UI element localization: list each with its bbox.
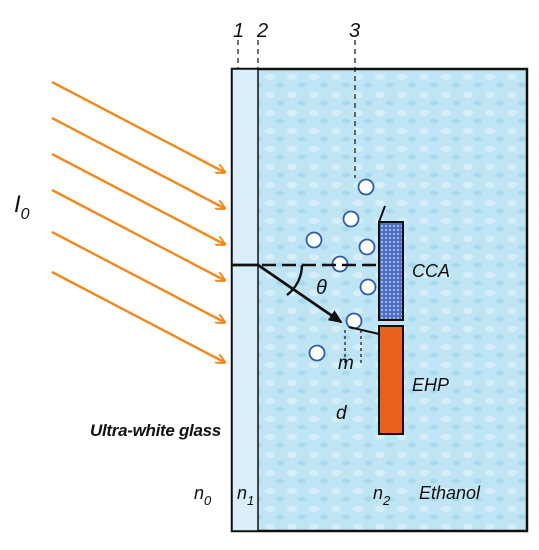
bubble bbox=[308, 344, 326, 362]
label-incident-intensity: I0 bbox=[14, 191, 30, 223]
label-m: m bbox=[338, 353, 354, 374]
label-n0: n0 bbox=[194, 483, 212, 508]
label-axis-3: 3 bbox=[349, 20, 360, 42]
label-interface-2: 2 bbox=[256, 20, 268, 42]
ray-to-plate bbox=[348, 326, 380, 335]
cca-top-tick bbox=[378, 205, 386, 223]
angle-arc bbox=[286, 264, 304, 296]
ehp-plate bbox=[378, 325, 404, 435]
incident-light-rays bbox=[51, 80, 224, 362]
bubble bbox=[345, 312, 363, 330]
label-ehp: EHP bbox=[412, 375, 449, 395]
label-ethanol: Ethanol bbox=[419, 483, 481, 503]
ultra-white-glass-layer bbox=[231, 68, 259, 532]
bubble bbox=[342, 210, 360, 228]
bubbles bbox=[305, 178, 377, 362]
label-ultra-white-glass: Ultra-white glass bbox=[90, 421, 221, 440]
bubble bbox=[358, 238, 376, 256]
label-n2: n2 bbox=[373, 483, 391, 508]
bubble bbox=[359, 278, 377, 296]
label-angle-theta: θ bbox=[316, 277, 327, 299]
label-cca: CCA bbox=[412, 261, 450, 281]
label-d: d bbox=[336, 403, 348, 424]
refracted-ray bbox=[232, 263, 343, 324]
bubble bbox=[305, 231, 323, 249]
label-n1: n1 bbox=[237, 483, 254, 508]
bubble bbox=[357, 178, 375, 196]
label-interface-1: 1 bbox=[233, 20, 244, 42]
cca-plate bbox=[378, 221, 404, 321]
